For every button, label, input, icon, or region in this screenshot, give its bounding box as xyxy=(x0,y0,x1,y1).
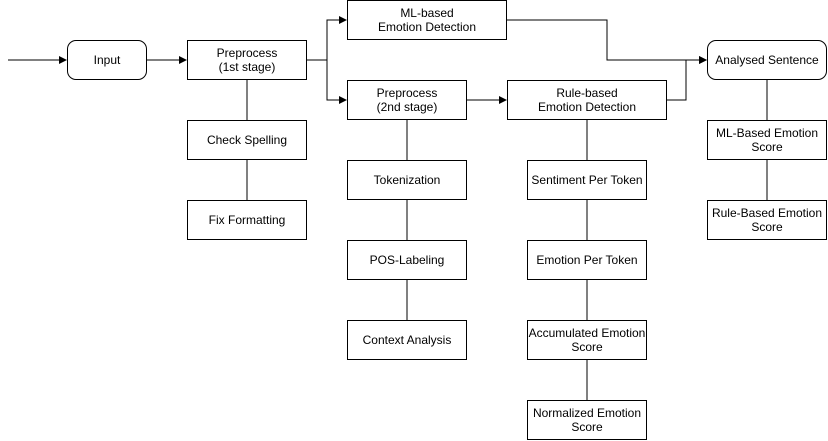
preprocess-2nd-stage-node: Preprocess (2nd stage) xyxy=(347,80,467,120)
emotion-per-token-node: Emotion Per Token xyxy=(527,240,647,280)
arrow-rule-to-analysed xyxy=(667,56,707,101)
accumulated-emotion-score-node: Accumulated Emotion Score xyxy=(527,320,647,360)
ml-emotion-detection-node: ML-based Emotion Detection xyxy=(347,0,507,40)
fix-formatting-node: Fix Formatting xyxy=(187,200,307,240)
pos-labeling-node: POS-Labeling xyxy=(347,240,467,280)
ml-based-emotion-score-node: ML-Based Emotion Score xyxy=(707,120,827,160)
sentiment-per-token-node: Sentiment Per Token xyxy=(527,160,647,200)
rule-based-emotion-score-node: Rule-Based Emotion Score xyxy=(707,200,827,240)
normalized-emotion-score-node: Normalized Emotion Score xyxy=(527,400,647,440)
preprocess-1st-stage-node: Preprocess (1st stage) xyxy=(187,40,307,80)
tokenization-node: Tokenization xyxy=(347,160,467,200)
analysed-sentence-node: Analysed Sentence xyxy=(707,40,827,80)
rule-emotion-detection-node: Rule-based Emotion Detection xyxy=(507,80,667,120)
check-spelling-node: Check Spelling xyxy=(187,120,307,160)
context-analysis-node: Context Analysis xyxy=(347,320,467,360)
arrow-preprocess1-to-preprocess2 xyxy=(326,60,347,104)
input-node: Input xyxy=(67,40,147,80)
arrow-preprocess1-to-ml xyxy=(307,16,347,61)
arrow-ml-to-analysed xyxy=(507,19,707,64)
